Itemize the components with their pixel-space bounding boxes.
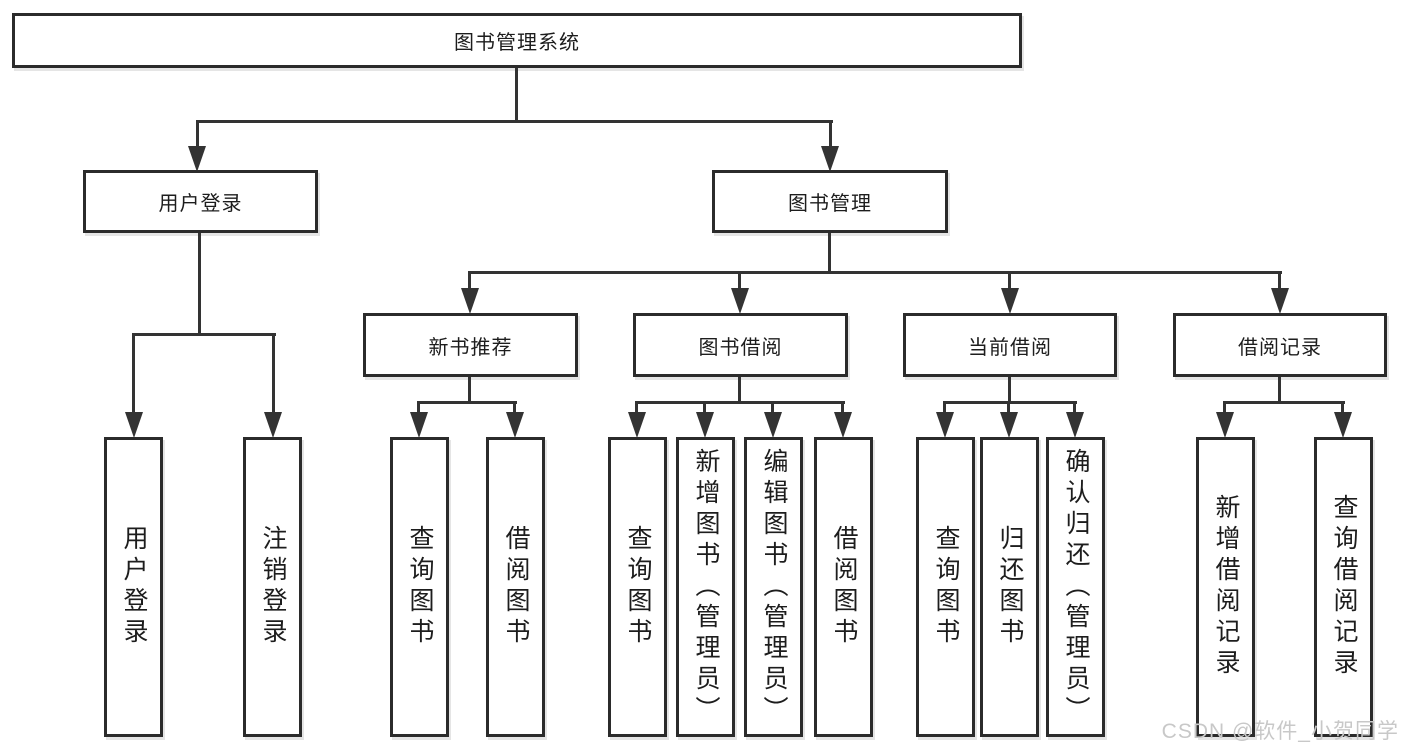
node-borrowing-records-label: 借阅记录: [1238, 336, 1322, 359]
node-leaf-user-login: 用户登录: [104, 437, 163, 737]
edge-root-stub-right: [829, 120, 832, 152]
edge-newrec-hbar: [417, 401, 517, 404]
node-leaf-return-books: 归还图书: [980, 437, 1039, 737]
edge-current-stub-1: [943, 401, 946, 415]
node-user-login-label: 用户登录: [158, 193, 243, 215]
edge-userlogin-stem: [198, 233, 201, 336]
node-leaf-borrow-books-newrec: 借阅图书: [486, 437, 545, 737]
node-leaf-query-books-borrow: 查询图书: [608, 437, 667, 737]
node-new-book-recommend-label: 新书推荐: [428, 336, 513, 359]
node-leaf-confirm-return-admin: 确认归还（管理员）: [1046, 437, 1105, 737]
node-root-label: 图书管理系统: [454, 32, 580, 54]
arrowhead-down: [628, 412, 646, 438]
edge-bookmgmt-stub-1: [468, 271, 471, 291]
edge-borrow-hbar: [635, 401, 845, 404]
node-leaf-logout-label: 注销登录: [259, 525, 287, 649]
node-book-borrowing: 图书借阅: [633, 313, 848, 377]
edge-userlogin-stub-right: [272, 333, 275, 413]
node-leaf-edit-book-admin-label: 编辑图书（管理员）: [760, 447, 788, 727]
edge-current-stem: [1008, 377, 1011, 403]
arrowhead-down: [461, 288, 479, 314]
arrowhead-down: [506, 412, 524, 438]
node-leaf-add-borrow-record-label: 新增借阅记录: [1212, 494, 1240, 680]
node-leaf-logout: 注销登录: [243, 437, 302, 737]
node-root: 图书管理系统: [12, 13, 1022, 68]
node-leaf-edit-book-admin: 编辑图书（管理员）: [744, 437, 803, 737]
arrowhead-down: [1334, 412, 1352, 438]
edge-root-stem: [515, 68, 518, 121]
arrowhead-down: [936, 412, 954, 438]
arrowhead-down: [1216, 412, 1234, 438]
node-current-borrowing-label: 当前借阅: [968, 336, 1052, 359]
edge-newrec-stub-2: [513, 401, 516, 415]
arrowhead-down: [731, 288, 749, 314]
node-book-management-label: 图书管理: [788, 193, 872, 215]
arrowhead-down: [410, 412, 428, 438]
edge-borrow-stub-4: [841, 401, 844, 415]
edge-records-hbar: [1223, 401, 1345, 404]
node-leaf-query-borrow-record: 查询借阅记录: [1314, 437, 1373, 737]
edge-bookmgmt-stub-3: [1008, 271, 1011, 291]
node-leaf-query-borrow-record-label: 查询借阅记录: [1330, 494, 1358, 680]
edge-userlogin-stub-left: [132, 333, 135, 413]
node-borrowing-records: 借阅记录: [1173, 313, 1387, 377]
node-leaf-query-books-newrec-label: 查询图书: [406, 525, 434, 649]
node-leaf-borrow-books-borrow: 借阅图书: [814, 437, 873, 737]
edge-current-stub-2: [1007, 401, 1010, 415]
csdn-watermark: CSDN @软件_小贺同学: [1161, 720, 1399, 743]
arrowhead-down: [188, 146, 206, 172]
node-current-borrowing: 当前借阅: [903, 313, 1117, 377]
edge-borrow-stub-3: [771, 401, 774, 415]
edge-userlogin-hbar: [132, 333, 276, 336]
edge-borrow-stub-1: [635, 401, 638, 415]
node-leaf-return-books-label: 归还图书: [996, 525, 1024, 649]
node-leaf-query-books-borrow-label: 查询图书: [624, 525, 652, 649]
node-user-login: 用户登录: [83, 170, 318, 233]
node-leaf-add-borrow-record: 新增借阅记录: [1196, 437, 1255, 737]
edge-newrec-stem: [468, 377, 471, 403]
edge-records-stub-1: [1223, 401, 1226, 415]
arrowhead-down: [821, 146, 839, 172]
edge-bookmgmt-hbar: [468, 271, 1282, 274]
arrowhead-down: [1066, 412, 1084, 438]
edge-bookmgmt-stub-4: [1278, 271, 1281, 291]
node-leaf-add-book-admin: 新增图书（管理员）: [676, 437, 735, 737]
edge-newrec-stub-1: [417, 401, 420, 415]
node-book-management: 图书管理: [712, 170, 948, 233]
edge-current-hbar: [943, 401, 1077, 404]
edge-current-stub-3: [1073, 401, 1076, 415]
node-leaf-confirm-return-admin-label: 确认归还（管理员）: [1062, 447, 1090, 727]
arrowhead-down: [125, 412, 143, 438]
arrowhead-down: [834, 412, 852, 438]
edge-borrow-stub-2: [703, 401, 706, 415]
edge-records-stub-2: [1341, 401, 1344, 415]
arrowhead-down: [1271, 288, 1289, 314]
arrowhead-down: [696, 412, 714, 438]
node-leaf-borrow-books-newrec-label: 借阅图书: [502, 525, 530, 649]
node-leaf-query-books-newrec: 查询图书: [390, 437, 449, 737]
node-book-borrowing-label: 图书借阅: [698, 336, 783, 359]
arrowhead-down: [1000, 412, 1018, 438]
arrowhead-down: [764, 412, 782, 438]
edge-root-hbar: [196, 120, 833, 123]
node-new-book-recommend: 新书推荐: [363, 313, 578, 377]
edge-bookmgmt-stem: [828, 233, 831, 273]
arrowhead-down: [264, 412, 282, 438]
node-leaf-add-book-admin-label: 新增图书（管理员）: [692, 447, 720, 727]
edge-borrow-stem: [738, 377, 741, 403]
node-leaf-query-books-current: 查询图书: [916, 437, 975, 737]
edge-root-stub-left: [196, 120, 199, 152]
arrowhead-down: [1001, 288, 1019, 314]
node-leaf-query-books-current-label: 查询图书: [932, 525, 960, 649]
edge-bookmgmt-stub-2: [738, 271, 741, 291]
edge-records-stem: [1278, 377, 1281, 403]
node-leaf-borrow-books-borrow-label: 借阅图书: [830, 525, 858, 649]
node-leaf-user-login-label: 用户登录: [120, 525, 148, 649]
